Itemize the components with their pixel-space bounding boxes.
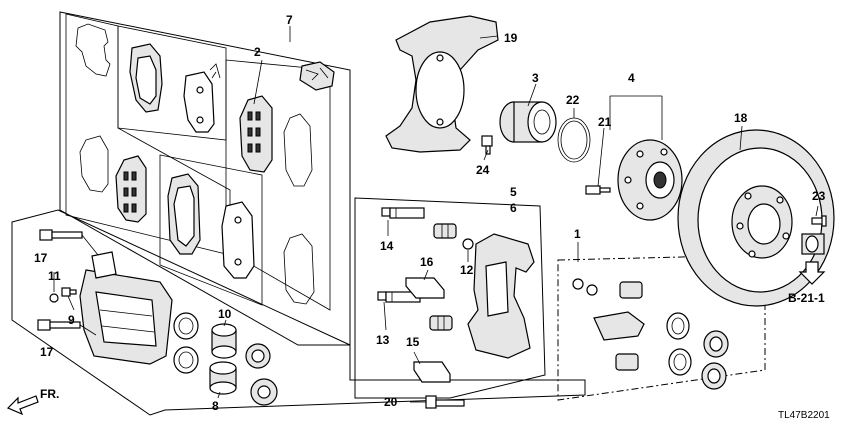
callout-2: 2	[254, 45, 261, 59]
direction-label: FR.	[40, 387, 59, 401]
pad-clip-16	[405, 277, 445, 299]
callout-17-top: 17	[34, 251, 48, 265]
pad-clip-15	[413, 361, 451, 383]
wheel-bearing	[499, 101, 557, 143]
callout-18: 18	[734, 111, 748, 125]
bracket-bolt-20	[425, 395, 465, 409]
kit-seal-ring-2	[668, 348, 692, 376]
pad-shim-right	[283, 113, 313, 187]
pad-shim-mid	[115, 155, 147, 223]
kit-boot-top	[619, 281, 643, 299]
pad-clip-2	[209, 63, 221, 79]
callout-16: 16	[420, 255, 434, 269]
callout-24: 24	[476, 163, 490, 177]
seal-ring-1	[173, 312, 199, 340]
callout-22: 22	[566, 93, 580, 107]
brake-disc	[677, 129, 835, 307]
caliper-body	[79, 251, 173, 365]
kit-boot-bottom	[615, 353, 639, 371]
kit-boot-ring-1	[703, 330, 729, 358]
callout-3: 3	[532, 71, 539, 85]
pad-bottom	[221, 201, 255, 279]
pad-shim-2	[239, 95, 273, 173]
kit-seal-ring-1	[666, 312, 690, 340]
disc-screw-23	[811, 215, 827, 227]
callout-12: 12	[460, 263, 474, 277]
reference-arrow-icon	[798, 261, 826, 285]
bleeder-screw-9	[61, 287, 77, 297]
piston-10	[211, 323, 237, 359]
pad-shim-mid-left	[79, 135, 109, 193]
bleeder-cap-11	[49, 293, 59, 303]
kit-boot-ring-2	[701, 362, 727, 390]
callout-5: 5	[510, 185, 517, 199]
leader-lines	[53, 35, 819, 403]
pin-boot-bottom	[429, 315, 453, 331]
callout-7: 7	[286, 13, 293, 27]
callout-17-bottom: 17	[40, 345, 54, 359]
hub-bolt-21	[585, 185, 611, 195]
pad-shim-top-left	[75, 23, 111, 77]
guide-pin-14	[381, 207, 425, 219]
boot-1	[245, 343, 271, 369]
callout-15: 15	[406, 335, 420, 349]
callout-9: 9	[68, 313, 75, 327]
callout-11: 11	[48, 269, 61, 283]
bracket-frame	[354, 197, 546, 399]
pin-boot-top	[433, 223, 457, 239]
seal-ring-2	[173, 346, 199, 374]
callout-23: 23	[812, 189, 826, 203]
pad-top-right	[183, 71, 215, 133]
callout-1: 1	[574, 227, 581, 241]
wheel-hub	[617, 139, 683, 221]
pad-set-frame	[59, 11, 351, 346]
callout-19: 19	[504, 31, 518, 45]
callout-4: 4	[628, 71, 635, 85]
callout-8: 8	[212, 399, 219, 413]
caliper-bracket	[467, 233, 535, 359]
circlip	[557, 117, 591, 163]
callout-13: 13	[376, 333, 390, 347]
kit-cap-small	[572, 278, 598, 296]
callout-14: 14	[380, 239, 394, 253]
pad-mid	[167, 173, 201, 255]
bolt-17-bottom	[37, 319, 97, 336]
pad-inner-frames	[65, 13, 331, 311]
callout-6: 6	[510, 201, 517, 215]
callout-20: 20	[384, 395, 398, 409]
shim-7	[299, 61, 335, 91]
callout-21: 21	[598, 115, 612, 129]
boot-2	[250, 378, 278, 406]
kit-shims	[593, 311, 645, 341]
piston-8	[209, 361, 237, 395]
splash-shield	[385, 15, 499, 153]
reference-label: B-21-1	[788, 291, 825, 305]
caliper-frame	[11, 209, 586, 416]
hub-nut	[801, 233, 825, 255]
callout-10: 10	[218, 307, 232, 321]
fr-arrow-icon	[6, 395, 39, 416]
pad-shim-bottom-right	[283, 233, 315, 305]
pad-top-left	[129, 43, 163, 113]
diagram-code: TL47B2201	[778, 410, 830, 421]
bushing-12	[462, 238, 474, 250]
bolt-24	[481, 135, 493, 155]
bolt-17-top	[39, 229, 99, 256]
